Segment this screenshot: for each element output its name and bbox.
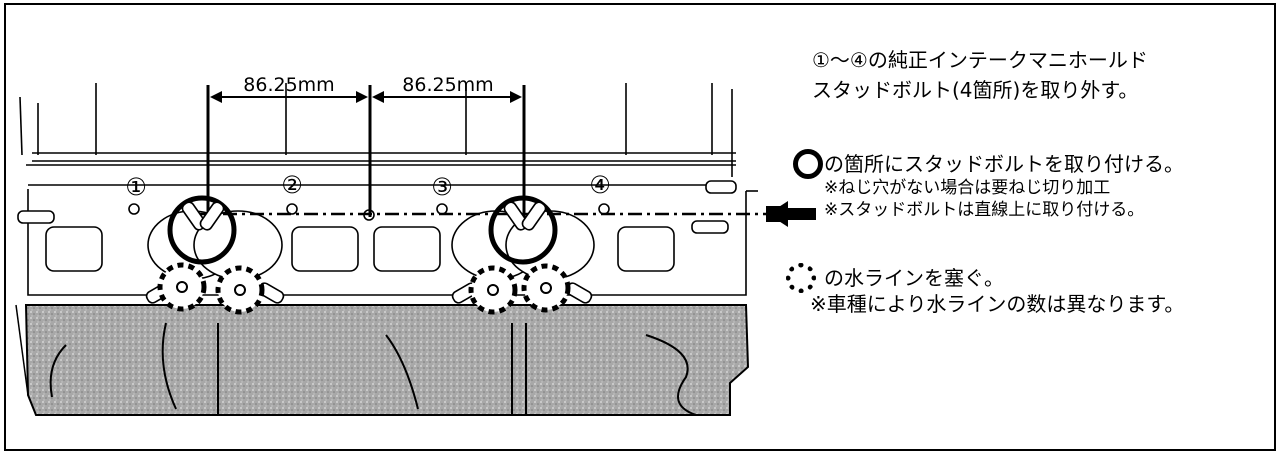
stud-install-note: の箇所にスタッドボルトを取り付ける。 ※ねじ穴がない場合は要ねじ切り加工 ※スタ… xyxy=(824,151,1184,221)
engine-head-diagram: ① ② ③ ④ 86.25mm 86.25mm xyxy=(15,74,816,416)
port-label-4: ④ xyxy=(589,171,611,199)
water-line-markers xyxy=(157,262,571,315)
dimension-label-right: 86.25mm xyxy=(402,74,493,96)
diagram-frame: ① ② ③ ④ 86.25mm 86.25mm ①〜④の純正インテークマニホール… xyxy=(4,3,1276,451)
stud-note-line1: の箇所にスタッドボルトを取り付ける。 xyxy=(824,152,1184,176)
arrow-left-icon xyxy=(768,201,788,227)
solid-circle-marker xyxy=(488,195,558,265)
water-note-line2: ※車種により水ラインの数は異なります。 xyxy=(810,292,1185,316)
dotted-circle-icon xyxy=(786,263,816,293)
port-label-2: ② xyxy=(281,171,303,199)
port-label-3: ③ xyxy=(431,173,453,201)
alignment-line xyxy=(196,201,816,227)
stud-note-line2: ※ねじ穴がない場合は要ねじ切り加工 xyxy=(824,178,1111,198)
solid-circle-icon xyxy=(793,149,823,179)
dimension-label-left: 86.25mm xyxy=(243,74,334,96)
removal-note-line2: スタッドボルト(4箇所)を取り外す。 xyxy=(812,78,1139,102)
water-note-line1: の水ラインを塞ぐ。 xyxy=(824,266,1004,290)
stud-markers xyxy=(167,195,558,265)
solid-circle-marker xyxy=(167,195,237,265)
manifold-upper xyxy=(19,83,758,296)
removal-note-line1: ①〜④の純正インテークマニホールド xyxy=(812,48,1148,72)
stud-note-line3: ※スタッドボルトは直線上に取り付ける。 xyxy=(824,200,1145,220)
dimension-lines xyxy=(206,85,526,217)
port-label-1: ① xyxy=(125,173,147,201)
water-line-note: の水ラインを塞ぐ。 ※車種により水ラインの数は異なります。 xyxy=(810,265,1184,317)
removal-note: ①〜④の純正インテークマニホールド スタッドボルト(4箇所)を取り外す。 xyxy=(812,45,1148,105)
engine-block xyxy=(15,304,750,416)
